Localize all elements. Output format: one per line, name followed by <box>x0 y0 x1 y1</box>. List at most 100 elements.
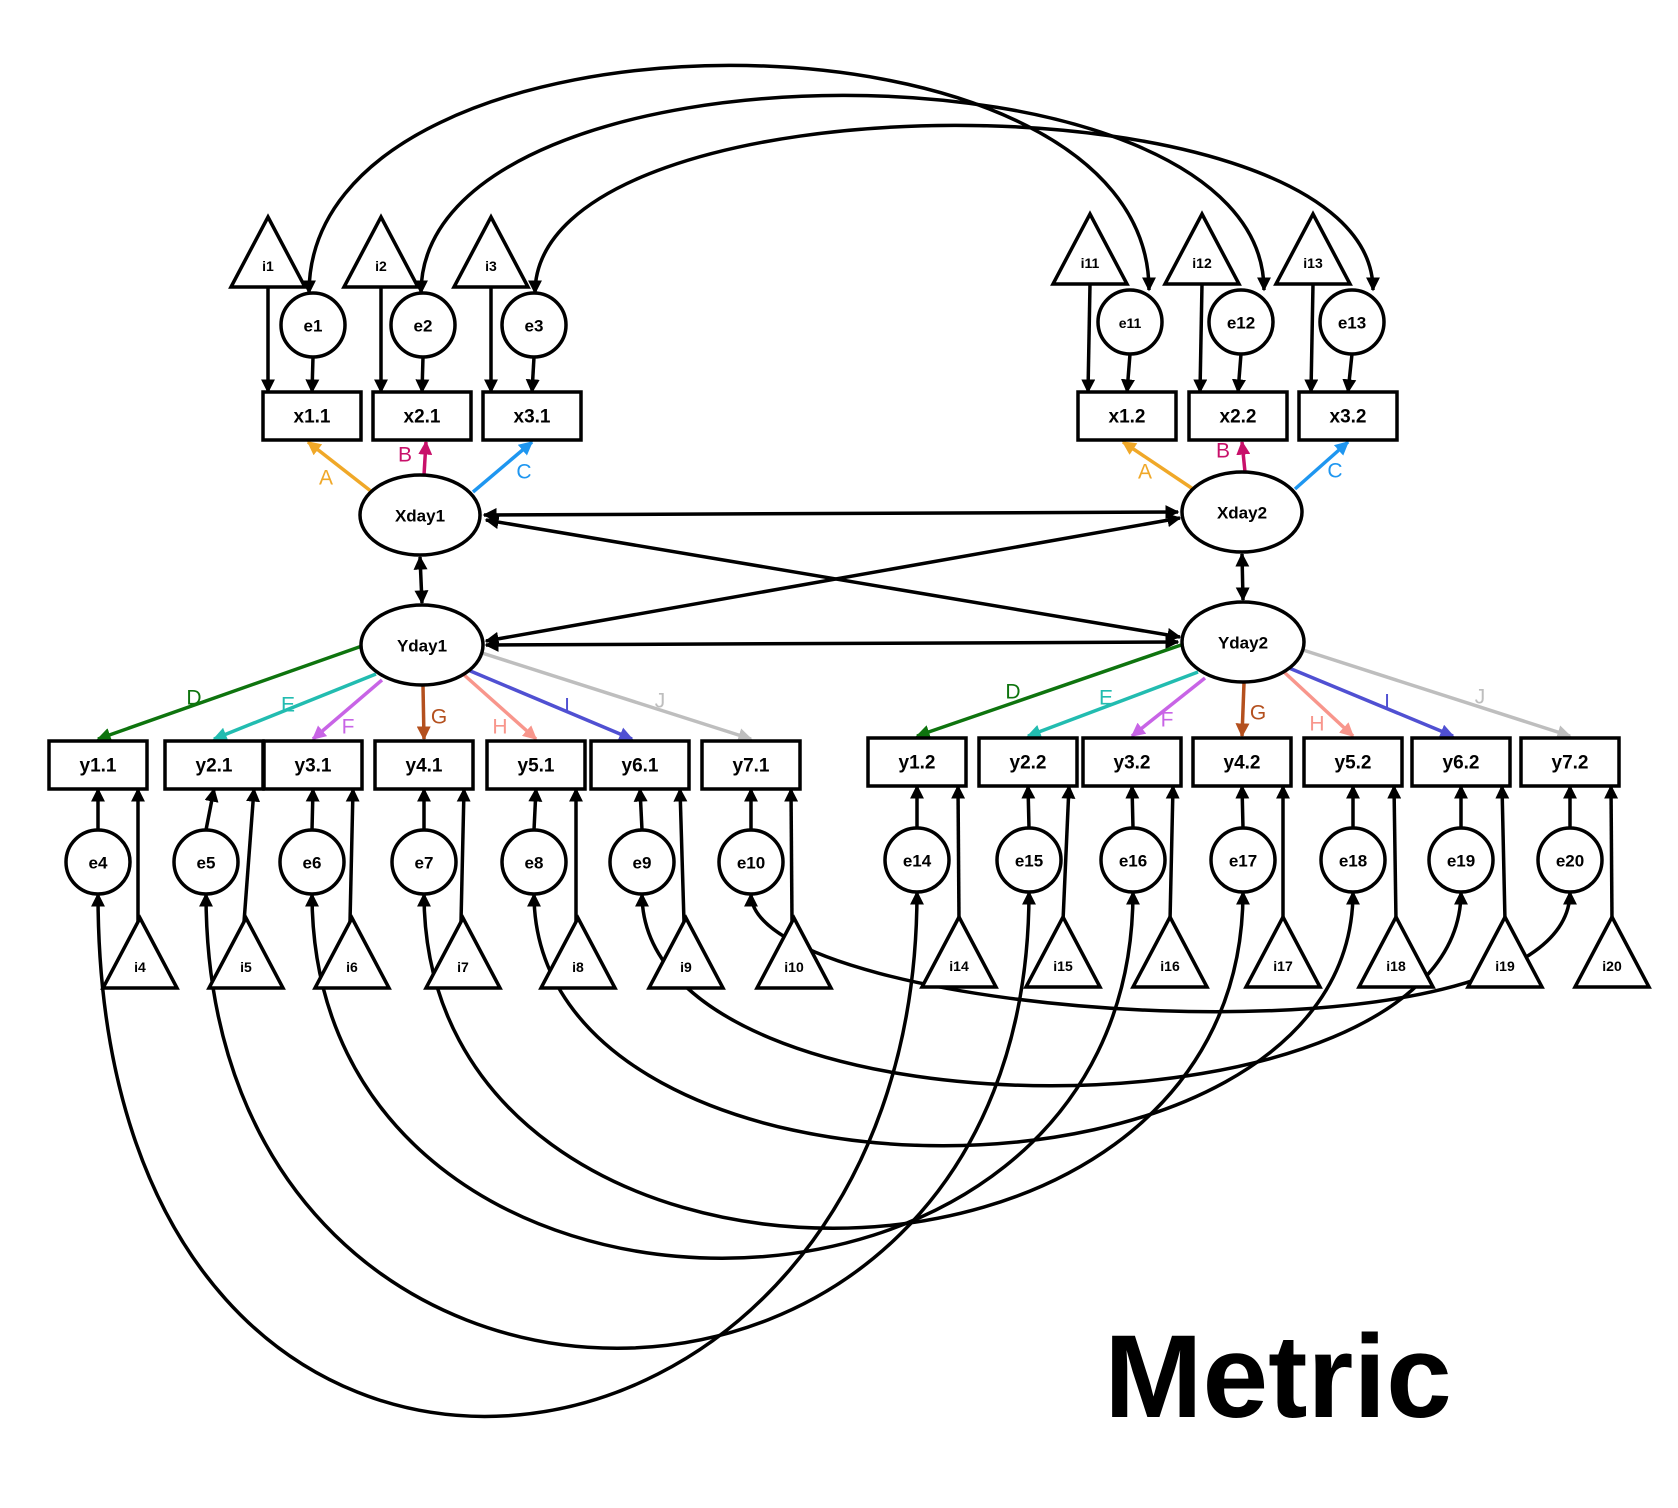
indicator-y3.2-box <box>1081 736 1183 788</box>
intercept-i8-label: i8 <box>572 959 584 975</box>
intercept-i11-label: i11 <box>1081 255 1100 271</box>
intercept-i19-triangle <box>1465 913 1545 989</box>
error-e7-circle <box>390 828 458 896</box>
loading-label-yday2-F: F <box>1161 709 1174 732</box>
indicator-y2.1-label: y2.1 <box>196 756 233 777</box>
error-e4-label: e4 <box>89 854 108 873</box>
loading-label-yday1-I: I <box>564 695 570 718</box>
indicator-x2.1-box <box>371 390 473 442</box>
covariance-curve-e7-e17 <box>417 890 1250 1230</box>
intercept-i9-label: i9 <box>680 959 692 975</box>
error-e3-label: e3 <box>525 317 544 336</box>
indicator-y3.1-box <box>262 739 364 791</box>
arrow-e17-to-y4.2 <box>1235 784 1250 829</box>
error-e5-label: e5 <box>197 854 216 873</box>
loading-yday2-G <box>1235 682 1250 738</box>
loading-yday1-E <box>212 672 377 741</box>
latent-yday2-label: Yday2 <box>1218 634 1268 653</box>
intercept-i19-label: i19 <box>1495 958 1515 974</box>
loading-label-xday2-A: A <box>1138 461 1152 484</box>
loading-yday2-F <box>1130 676 1207 738</box>
indicator-x3.1-label: x3.1 <box>514 407 551 428</box>
error-e13-label: e13 <box>1338 314 1366 333</box>
loading-xday2-C <box>1293 440 1350 491</box>
intercept-i18-label: i18 <box>1386 958 1406 974</box>
latent-xday2-ellipse <box>1180 470 1304 554</box>
covariance-yday1-xday2 <box>484 513 1182 646</box>
error-e2-label: e2 <box>414 317 433 336</box>
arrow-e12-to-x2.2 <box>1232 353 1246 394</box>
indicator-x2.2-label: x2.2 <box>1220 407 1257 428</box>
arrow-e13-to-x3.2 <box>1342 353 1357 394</box>
covariance-curve-e6-e16 <box>305 890 1140 1260</box>
intercept-i5-triangle <box>206 914 286 990</box>
loading-label-yday2-H: H <box>1309 713 1324 736</box>
loading-label-yday2-D: D <box>1005 681 1020 704</box>
error-e2-circle <box>389 291 457 359</box>
covariance-curve-e3-e13 <box>528 123 1380 295</box>
indicator-y5.2-label: y5.2 <box>1335 753 1372 774</box>
error-e9-label: e9 <box>633 854 652 873</box>
intercept-i7-triangle <box>423 914 503 990</box>
loading-yday2-E <box>1026 670 1199 739</box>
arrow-e11-to-x1.2 <box>1121 353 1135 394</box>
indicator-x1.1-label: x1.1 <box>294 407 331 428</box>
intercept-i15-label: i15 <box>1053 958 1073 974</box>
arrow-i13-to-x3.2 <box>1304 283 1319 394</box>
intercept-i20-triangle <box>1572 913 1652 989</box>
intercept-i17-triangle <box>1243 913 1323 989</box>
indicator-y7.1-label: y7.1 <box>733 756 770 777</box>
intercept-i1-label: i1 <box>262 258 274 274</box>
arrow-i20-to-y7.2 <box>1604 784 1619 922</box>
intercept-i4-label: i4 <box>134 959 146 975</box>
error-e8-label: e8 <box>525 854 544 873</box>
error-e6-circle <box>278 828 346 896</box>
error-e15-label: e15 <box>1015 852 1043 871</box>
indicator-y7.1-box <box>700 739 802 791</box>
loading-label-xday2-B: B <box>1216 440 1230 463</box>
indicator-y2.1-box <box>163 739 265 791</box>
error-e7-label: e7 <box>415 854 434 873</box>
error-e20-label: e20 <box>1556 852 1584 871</box>
loading-label-yday2-J: J <box>1475 686 1486 709</box>
covariance-curve-e2-e12 <box>414 93 1271 295</box>
error-e20-circle <box>1536 826 1604 894</box>
latent-yday1-label: Yday1 <box>397 637 447 656</box>
loading-label-yday1-G: G <box>431 706 447 729</box>
loading-label-yday1-H: H <box>492 716 507 739</box>
error-e16-circle <box>1099 826 1167 894</box>
indicator-y1.2-label: y1.2 <box>899 753 936 774</box>
indicator-y7.2-box <box>1519 736 1621 788</box>
error-e10-circle <box>717 828 785 896</box>
error-e17-label: e17 <box>1229 852 1257 871</box>
loading-xday1-B <box>418 440 433 476</box>
indicator-x3.1-box <box>481 390 583 442</box>
indicator-y7.2-label: y7.2 <box>1552 753 1589 774</box>
indicator-y3.2-label: y3.2 <box>1114 753 1151 774</box>
intercept-i8-triangle <box>538 914 618 990</box>
loading-label-xday1-B: B <box>398 444 412 467</box>
intercept-i2-triangle <box>341 213 421 289</box>
indicator-x3.2-box <box>1297 390 1399 442</box>
indicator-y6.1-label: y6.1 <box>622 756 659 777</box>
intercept-i6-triangle <box>312 914 392 990</box>
error-e19-circle <box>1427 826 1495 894</box>
loading-xday1-C <box>471 440 534 494</box>
arrow-i7-to-y4.1 <box>456 787 471 923</box>
error-e11-circle <box>1096 288 1164 356</box>
indicator-x2.2-box <box>1187 390 1289 442</box>
covariance-curve-e5-e15 <box>199 890 1036 1350</box>
intercept-i12-triangle <box>1162 210 1242 286</box>
error-e13-circle <box>1318 288 1386 356</box>
intercept-i13-triangle <box>1273 210 1353 286</box>
loading-yday1-F <box>311 678 384 741</box>
indicator-y2.2-label: y2.2 <box>1010 753 1047 774</box>
intercept-i10-triangle <box>754 914 834 990</box>
intercept-i3-label: i3 <box>485 258 497 274</box>
intercept-i14-label: i14 <box>949 958 969 974</box>
loading-xday2-A <box>1121 440 1194 491</box>
indicator-y6.2-box <box>1410 736 1512 788</box>
covariance-curve-e9-e19 <box>635 890 1468 1088</box>
loading-label-yday1-D: D <box>186 687 201 710</box>
